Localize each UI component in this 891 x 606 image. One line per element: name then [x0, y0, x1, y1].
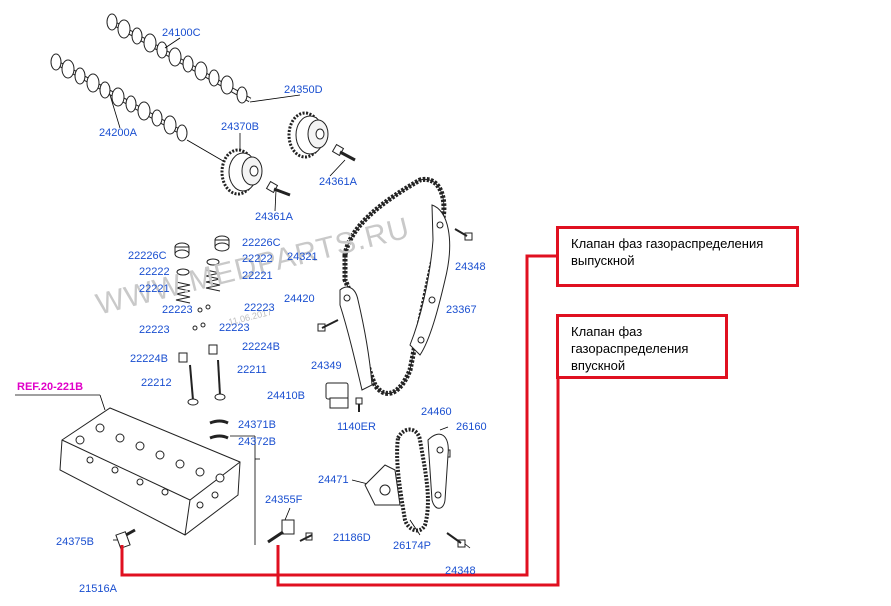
- part-label[interactable]: 24460: [421, 406, 452, 418]
- valve-train-parts: [174, 235, 230, 440]
- part-label[interactable]: 21186D: [333, 532, 371, 544]
- part-label[interactable]: 23367: [446, 304, 477, 316]
- part-label[interactable]: 1140ER: [337, 421, 376, 433]
- cylinder-head: [59, 407, 241, 536]
- part-label[interactable]: 26160: [456, 421, 487, 433]
- part-label[interactable]: 24321: [287, 251, 318, 263]
- part-label[interactable]: 24349: [311, 360, 342, 372]
- part-label[interactable]: 24361A: [255, 211, 293, 223]
- part-label[interactable]: 22226C: [242, 237, 281, 249]
- part-label[interactable]: 24410B: [267, 390, 305, 402]
- part-label[interactable]: 24100C: [162, 27, 201, 39]
- part-label[interactable]: 22224B: [130, 353, 168, 365]
- part-label[interactable]: 22221: [139, 283, 170, 295]
- part-label[interactable]: 24370B: [221, 121, 259, 133]
- callout-intake-valve: Клапан фаз газораспределения впускной: [556, 314, 728, 379]
- part-label[interactable]: 24348: [445, 565, 476, 577]
- part-label[interactable]: 22222: [242, 253, 273, 265]
- red-callout-lines: [120, 254, 560, 587]
- tensioner-arm-24420: [339, 286, 373, 391]
- part-label[interactable]: 22223: [162, 304, 193, 316]
- part-label[interactable]: 24355F: [265, 494, 303, 506]
- reference-label[interactable]: REF.20-221B: [17, 381, 84, 393]
- part-label[interactable]: 24371B: [238, 419, 276, 431]
- ocv-24355F: [267, 519, 313, 544]
- tensioner-arm-24471: [364, 464, 401, 506]
- sprocket-24350D: [287, 111, 329, 159]
- part-label[interactable]: 22224B: [242, 341, 280, 353]
- part-label[interactable]: 24350D: [284, 84, 323, 96]
- timing-chain-lower: [395, 427, 430, 533]
- part-label[interactable]: 24420: [284, 293, 315, 305]
- part-label[interactable]: 21516A: [79, 583, 117, 595]
- intake-camshaft: [50, 53, 188, 142]
- part-label[interactable]: 24471: [318, 474, 349, 486]
- exhaust-camshaft: [106, 13, 252, 104]
- tensioner-24410B: [325, 382, 349, 409]
- ocv-24375B: [115, 528, 136, 549]
- chain-guide-24460: [427, 433, 449, 509]
- part-label[interactable]: 24348: [455, 261, 486, 273]
- callout-exhaust-valve: Клапан фаз газораспределения выпускной: [556, 226, 799, 287]
- part-label[interactable]: 22226C: [128, 250, 167, 262]
- part-label[interactable]: 24361A: [319, 176, 357, 188]
- part-label[interactable]: 22212: [141, 377, 172, 389]
- part-label[interactable]: 26174P: [393, 540, 431, 552]
- chain-guide-23367: [409, 204, 451, 356]
- part-label[interactable]: 22223: [244, 302, 275, 314]
- sprocket-24370B: [220, 148, 263, 196]
- part-label[interactable]: 22211: [237, 364, 267, 376]
- part-label[interactable]: 24200A: [99, 127, 137, 139]
- part-label[interactable]: 22223: [139, 324, 170, 336]
- part-label[interactable]: 22223: [219, 322, 250, 334]
- part-label[interactable]: 22222: [139, 266, 170, 278]
- part-label[interactable]: 24375B: [56, 536, 94, 548]
- part-label[interactable]: 24372B: [238, 436, 276, 448]
- part-label[interactable]: 22221: [242, 270, 273, 282]
